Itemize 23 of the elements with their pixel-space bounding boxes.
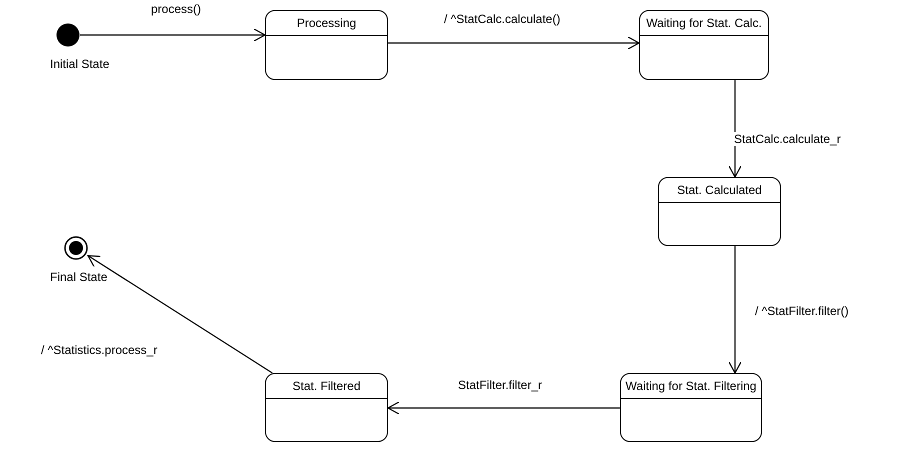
transition-label: process()	[150, 2, 202, 16]
transition-arrow	[80, 28, 266, 42]
transition-arrow	[388, 36, 640, 50]
state-name: Stat. Filtered	[266, 374, 387, 399]
transition-label: StatCalc.calculate_r	[733, 132, 842, 146]
state-name: Processing	[266, 11, 387, 36]
state-caption: Initial State	[50, 57, 110, 71]
transition-label: / ^StatFilter.filter()	[754, 304, 850, 318]
state-box	[620, 373, 762, 442]
state-box	[658, 177, 781, 246]
transition-arrow	[728, 246, 742, 374]
state-name: Waiting for Stat. Filtering	[621, 374, 761, 399]
state-caption: Final State	[50, 270, 108, 284]
transition-label: StatFilter.filter_r	[457, 378, 544, 392]
transition-label: / ^StatCalc.calculate()	[443, 12, 562, 26]
state-box	[639, 10, 769, 80]
state-box	[265, 373, 388, 442]
transition-arrow	[387, 401, 620, 415]
transition-label: / ^Statistics.process_r	[40, 343, 158, 357]
state-box	[265, 10, 388, 80]
state-name: Stat. Calculated	[659, 178, 780, 203]
state-name: Waiting for Stat. Calc.	[640, 11, 768, 36]
transition-arrow	[87, 255, 273, 374]
